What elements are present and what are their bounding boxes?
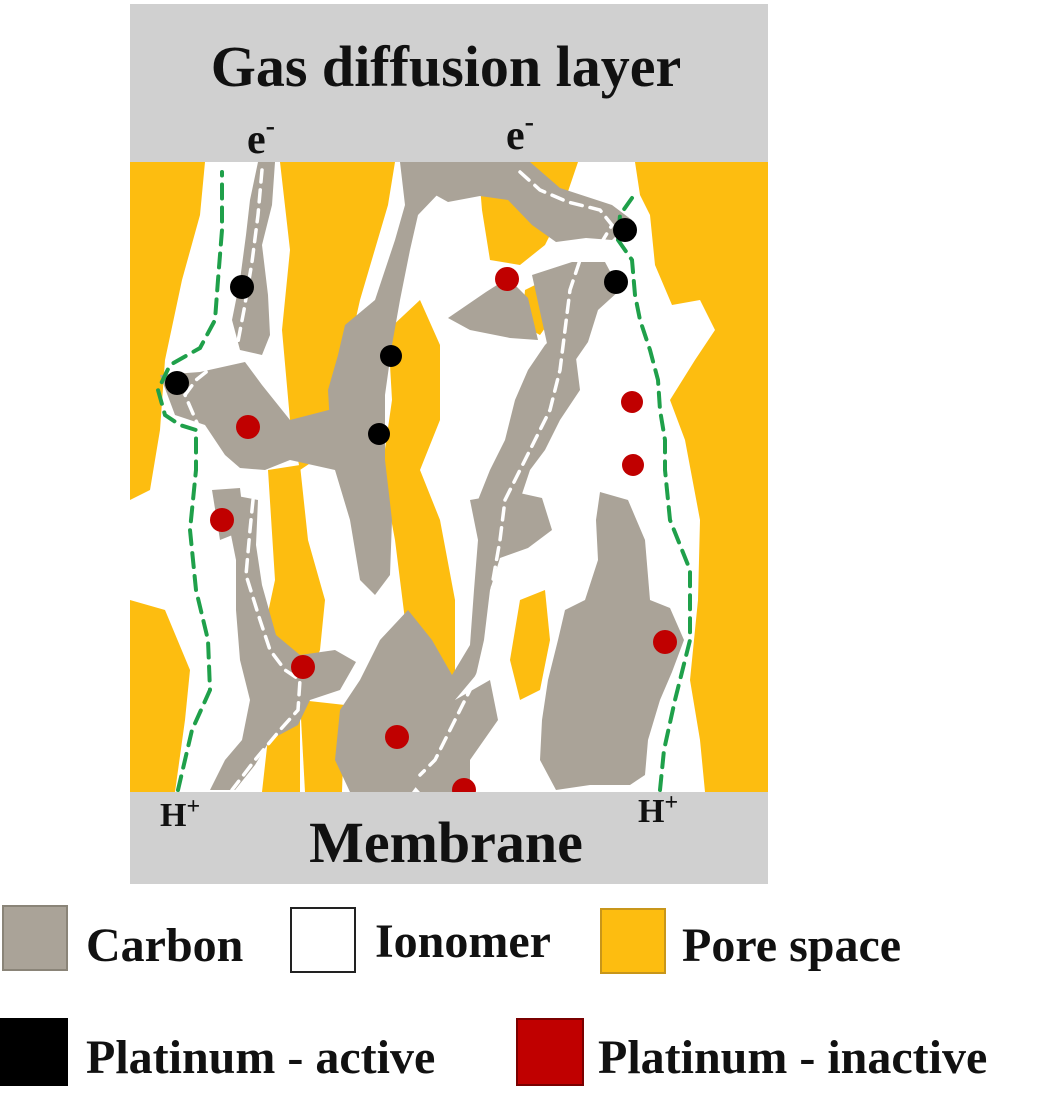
platinum-inactive-swatch [516,1018,584,1086]
pt-inactive-particle [622,454,644,476]
carbon-legend-label: Carbon [86,919,244,972]
membrane-layer [130,792,768,884]
platinum-inactive-legend-label: Platinum - inactive [598,1031,988,1084]
pt-inactive-particle [653,630,677,654]
gas-diffusion-layer-label: Gas diffusion layer [211,34,682,99]
proton-transport-paths [155,170,692,792]
platinum-active-swatch [0,1018,68,1086]
carbon-swatch [2,905,68,971]
proton-label-right: H+ [638,790,678,830]
pt-inactive-particle [291,655,315,679]
pt-active-particle [613,218,637,242]
platinum-active-legend-label: Platinum - active [86,1031,436,1084]
pt-active-particle [165,371,189,395]
pore-space-swatch [600,908,666,974]
pt-inactive-particle [495,267,519,291]
electron-label-left: e- [247,111,275,163]
platinum-inactive-particles [210,267,677,802]
pt-active-particle [604,270,628,294]
platinum-active-particles [165,218,637,445]
pt-inactive-particle [385,725,409,749]
gas-diffusion-layer [130,4,768,162]
proton-label-left: H+ [160,794,200,834]
electron-label-right: e- [506,107,534,159]
pt-active-particle [230,275,254,299]
ionomer-legend-label: Ionomer [375,915,551,968]
pt-active-particle [368,423,390,445]
pt-inactive-particle [210,508,234,532]
pt-inactive-particle [236,415,260,439]
membrane-label: Membrane [309,810,583,875]
electron-transport-paths [182,168,615,792]
ionomer-swatch [290,907,356,973]
pore-space-legend-label: Pore space [682,919,902,972]
pt-inactive-particle [621,391,643,413]
pt-active-particle [380,345,402,367]
